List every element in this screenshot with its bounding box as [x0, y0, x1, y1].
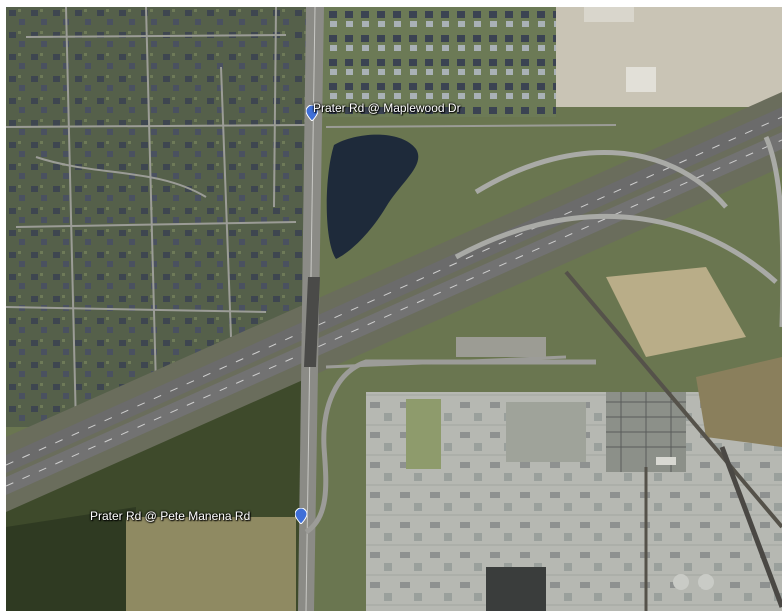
marker-label-pete-manena[interactable]: Prater Rd @ Pete Manena Rd — [90, 509, 251, 523]
satellite-map[interactable]: Prater Rd @ Maplewood Dr Prater Rd @ Pet… — [6, 7, 782, 611]
map-pin-icon[interactable] — [295, 508, 307, 524]
marker-label-maplewood[interactable]: Prater Rd @ Maplewood Dr — [313, 101, 461, 115]
map-imagery — [6, 7, 782, 611]
map-pin-icon[interactable] — [306, 105, 318, 121]
